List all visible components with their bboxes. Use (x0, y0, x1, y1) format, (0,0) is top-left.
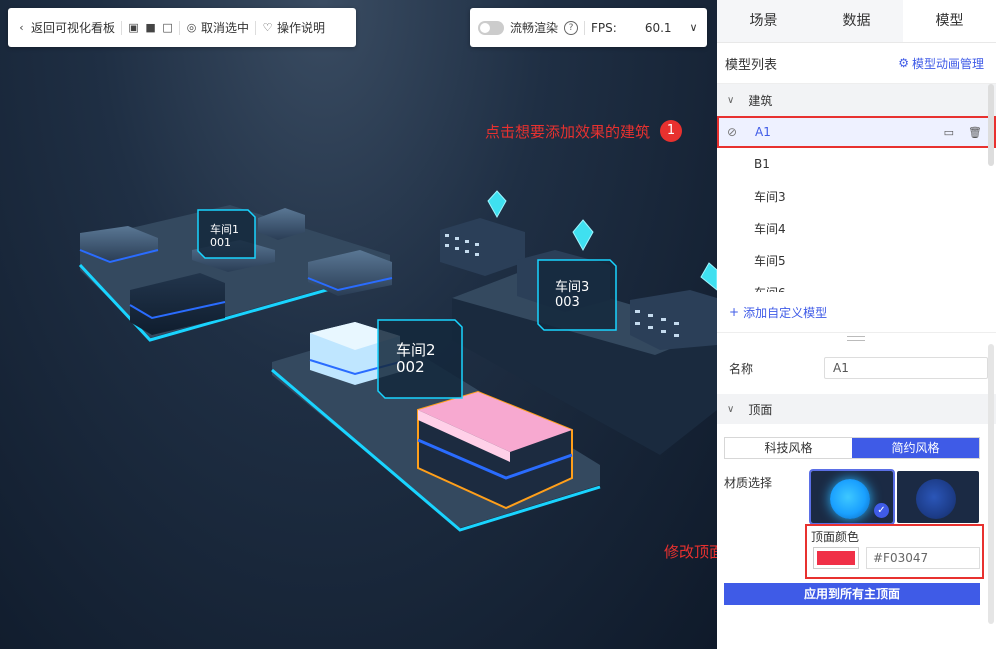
material-sphere (830, 479, 870, 519)
fps-value: 60.1 (644, 20, 672, 35)
tab-scene[interactable]: 场景 (717, 0, 810, 42)
scene-graphics (78, 190, 717, 532)
back-button[interactable]: ‹ 返回可视化看板 (16, 19, 115, 36)
top-color-label: 顶面颜色 (811, 530, 860, 544)
label-code: 003 (555, 295, 580, 310)
cube-solid-icon[interactable]: ■ (145, 21, 156, 34)
model-tree: ∨ 建筑 ⊘ A1 ▭ 🗑 B1 车间3 车间4 车间5 车间6 (717, 84, 996, 292)
material-option-matte[interactable] (897, 471, 979, 523)
chevron-down-icon: ∨ (727, 94, 735, 106)
eye-off-icon[interactable]: ⊘ (727, 125, 738, 139)
help-button[interactable]: ♡ 操作说明 (262, 19, 325, 36)
resize-handle[interactable] (847, 336, 865, 341)
style-switch: 科技风格 简约风格 (724, 437, 980, 459)
material-option-glow[interactable]: ✓ (809, 469, 895, 525)
tab-tech-style[interactable]: 科技风格 (764, 441, 813, 455)
divider (255, 20, 257, 35)
label-name: 车间3 (555, 280, 590, 295)
tree-item-label: A1 (755, 125, 771, 139)
divider (584, 20, 586, 35)
model-anim-manage-link[interactable]: ⚙ 模型动画管理 (898, 55, 984, 72)
tree-item-b1[interactable]: B1 (754, 157, 770, 171)
annotation-1-text: 点击想要添加效果的建筑 (485, 122, 651, 141)
annotation-1-badge: 1 (660, 120, 683, 142)
marker-diamonds (487, 190, 717, 291)
apply-all-tops-button[interactable]: 应用到所有主顶面 (724, 583, 980, 605)
back-label: 返回可视化看板 (31, 21, 116, 35)
name-input[interactable] (824, 357, 988, 379)
chevron-left-icon: ‹ (19, 21, 24, 34)
gear-icon: ⚙ (898, 56, 909, 70)
color-swatch[interactable] (813, 547, 859, 569)
model-list-title: 模型列表 (725, 57, 778, 73)
annotation-1: 点击想要添加效果的建筑 1 (485, 120, 683, 142)
material-label: 材质选择 (724, 476, 773, 490)
3d-viewport[interactable]: 车间1 001 车间2 002 车间3 003 (0, 0, 717, 649)
cancel-select-label: 取消选中 (201, 21, 250, 35)
divider (179, 20, 181, 35)
label-workshop1: 车间1 001 (210, 223, 239, 249)
tree-item-workshop4[interactable]: 车间4 (754, 221, 786, 236)
tree-item-workshop5[interactable]: 车间5 (754, 253, 786, 268)
question-icon[interactable]: ? (564, 20, 579, 35)
tab-data[interactable]: 数据 (810, 0, 903, 42)
label-workshop2: 车间2 002 (396, 342, 436, 376)
cancel-select-button[interactable]: ◎ 取消选中 (186, 19, 249, 36)
tree-group-label: 建筑 (748, 93, 773, 108)
label-name: 车间2 (396, 341, 436, 359)
chevron-down-icon[interactable]: ∨ (689, 21, 698, 34)
panel-scrollbar[interactable] (988, 344, 994, 624)
panel-tabs: 场景 数据 模型 (717, 0, 996, 43)
workshop-labels (197, 209, 617, 399)
chevron-down-icon: ∨ (727, 403, 735, 415)
tree-scrollbar[interactable] (988, 84, 994, 166)
plus-icon: + (729, 305, 740, 319)
smooth-render-toggle[interactable] (478, 20, 504, 35)
help-label: 操作说明 (277, 21, 326, 35)
cube-outline-icon[interactable]: ▣ (128, 21, 139, 34)
smooth-render-label: 流畅渲染 (510, 21, 559, 35)
label-code: 002 (396, 358, 425, 376)
target-icon: ◎ (186, 21, 197, 34)
add-custom-model-button[interactable]: + 添加自定义模型 (717, 292, 996, 333)
swatch-fill (817, 551, 855, 565)
model-list-header: 模型列表 ⚙ 模型动画管理 (717, 43, 996, 84)
tree-item-workshop3[interactable]: 车间3 (754, 189, 786, 204)
workshop1-group[interactable] (78, 205, 393, 342)
properties-panel: 场景 数据 模型 模型列表 ⚙ 模型动画管理 ∨ 建筑 ⊘ A1 ▭ 🗑 B1 … (717, 0, 996, 649)
tree-item-workshop6[interactable]: 车间6 (717, 276, 996, 293)
name-row: 名称 (717, 352, 996, 384)
label-workshop3: 车间3 003 (555, 280, 589, 310)
section-top-header[interactable]: ∨ 顶面 (717, 394, 996, 424)
lightbulb-icon: ♡ (262, 21, 273, 34)
render-status-bar: 流畅渲染 ? FPS: 60.1 ∨ (470, 8, 707, 47)
tag-icon[interactable]: ▭ (943, 125, 955, 139)
label-code: 001 (210, 236, 231, 249)
tree-group-building[interactable]: ∨ 建筑 (717, 84, 996, 116)
add-custom-label: 添加自定义模型 (743, 305, 828, 320)
section-top-label: 顶面 (748, 402, 773, 417)
cube-wire-icon[interactable]: □ (162, 21, 173, 34)
check-icon: ✓ (874, 503, 889, 518)
color-hex-input[interactable]: #F03047 (866, 547, 980, 569)
fps-label: FPS: (591, 20, 617, 35)
tree-item-a1[interactable]: ⊘ A1 ▭ 🗑 (717, 116, 996, 148)
model-anim-manage-label: 模型动画管理 (911, 56, 984, 71)
name-label: 名称 (729, 361, 754, 376)
material-sphere (916, 479, 956, 519)
tab-model[interactable]: 模型 (903, 0, 996, 42)
trash-icon[interactable]: 🗑 (968, 125, 982, 139)
top-color-group: 顶面颜色 #F03047 (805, 524, 984, 579)
divider (121, 20, 123, 35)
top-toolbar: ‹ 返回可视化看板 ▣ ■ □ ◎ 取消选中 ♡ 操作说明 (8, 8, 356, 47)
tab-simple-style[interactable]: 简约风格 (852, 438, 979, 458)
label-name: 车间1 (210, 223, 239, 236)
